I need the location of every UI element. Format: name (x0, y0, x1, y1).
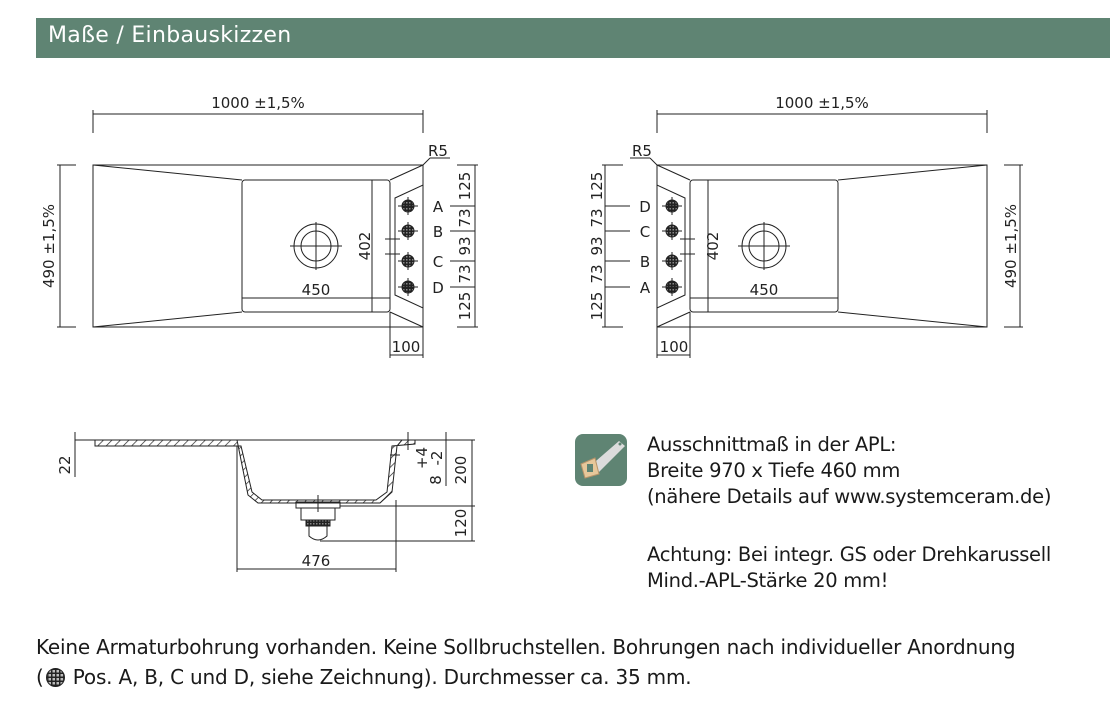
cutout-details-link: (nähere Details auf www.systemceram.de) (647, 485, 1052, 508)
top-view-left: 1000 ±1,5% 490 ±1,5% R5 402 450 100 A B … (40, 94, 479, 359)
hole-label: B (433, 223, 443, 241)
note-line-2-text: Pos. A, B, C und D, siehe Zeichnung). Du… (66, 665, 692, 689)
warning-min-thickness: Mind.-APL-Stärke 20 mm! (647, 569, 889, 592)
note-line-1: Keine Armaturbohrung vorhanden. Keine So… (36, 635, 1016, 659)
hole-label: A (640, 279, 651, 297)
hole-spacing: 125 (588, 292, 606, 321)
top-view-right: 1000 ±1,5% 490 ±1,5% R5 402 450 100 D C … (588, 94, 1024, 359)
hole-label: C (433, 253, 443, 271)
basin-width-dimension: 450 (302, 281, 331, 299)
hole-spacing: 125 (456, 172, 474, 201)
basin-depth-dimension: 402 (356, 232, 374, 261)
cutout-info: Ausschnittmaß in der APL: Breite 970 x T… (647, 432, 1051, 594)
rim-tolerance-minus: -2 (428, 451, 446, 466)
hole-spacing: 73 (588, 208, 606, 227)
section-header: Maße / Einbauskizzen (36, 18, 1110, 58)
hole-label: C (640, 223, 650, 241)
drain-height-dimension: 120 (452, 509, 470, 538)
section-view: 22 476 200 120 8 +4 -2 (56, 432, 475, 572)
hole-label: B (640, 253, 650, 271)
radius-label: R5 (632, 142, 652, 160)
warning-text: Achtung: Bei integr. GS oder Drehkarusse… (647, 543, 1051, 566)
basin-width-dimension: 476 (302, 552, 331, 570)
width-dimension: 1000 ±1,5% (211, 94, 305, 112)
cutout-heading: Ausschnittmaß in der APL: (647, 433, 897, 456)
basin-height-dimension: 200 (452, 456, 470, 485)
rim-tolerance-plus: +4 (413, 447, 431, 469)
depth-dimension: 490 ±1,5% (1002, 204, 1020, 288)
section-title: Maße / Einbauskizzen (48, 23, 292, 48)
thickness-dimension: 22 (56, 455, 74, 474)
hole-spacing: 125 (588, 172, 606, 201)
note-paren: ( (36, 665, 44, 689)
ledge-width-dimension: 100 (660, 338, 689, 356)
hole-label: D (432, 279, 444, 297)
cutout-dimensions: Breite 970 x Tiefe 460 mm (647, 459, 901, 482)
hole-spacing: 73 (456, 264, 474, 283)
radius-label: R5 (428, 142, 448, 160)
rim-offset: 8 (427, 475, 445, 485)
depth-dimension: 490 ±1,5% (40, 204, 58, 288)
hole-label: A (433, 198, 444, 216)
hole-marker-icon (45, 668, 65, 687)
hole-spacing: 73 (456, 208, 474, 227)
hole-spacing: 93 (456, 236, 474, 255)
hole-spacing: 93 (588, 236, 606, 255)
drilling-note: Keine Armaturbohrung vorhanden. Keine So… (36, 632, 1016, 692)
basin-depth-dimension: 402 (704, 232, 722, 261)
hole-label: D (639, 198, 651, 216)
width-dimension: 1000 ±1,5% (775, 94, 869, 112)
hole-spacing: 125 (456, 292, 474, 321)
ledge-width-dimension: 100 (392, 338, 421, 356)
saw-icon (575, 434, 627, 486)
basin-width-dimension: 450 (750, 281, 779, 299)
hole-spacing: 73 (588, 264, 606, 283)
note-line-2: ( Pos. A, B, C und D, siehe Zeichnung). … (36, 662, 1015, 692)
